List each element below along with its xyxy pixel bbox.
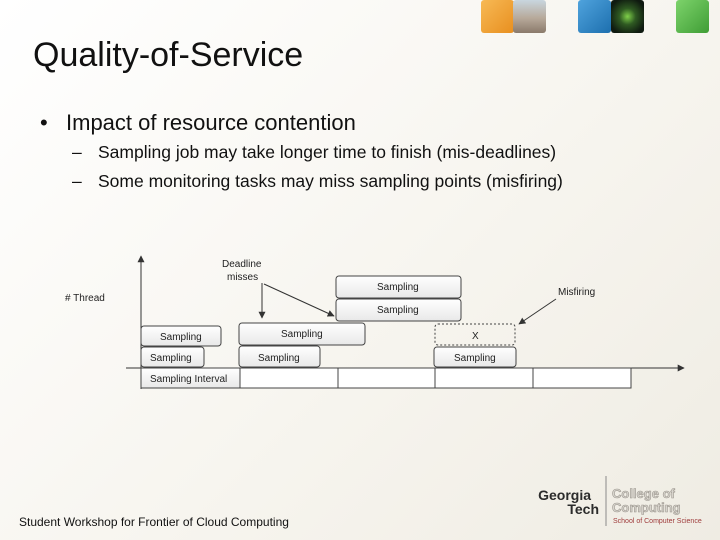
- sampling-box-label: Sampling: [377, 305, 419, 316]
- interval-cell: [337, 367, 436, 389]
- missed-marker: X: [472, 331, 479, 342]
- sampling-interval-row: Sampling Interval: [140, 367, 632, 389]
- campus-photo-tile: [513, 0, 546, 33]
- deadline-label-line1: Deadline: [222, 259, 262, 270]
- sub-bullet-1: –Sampling job may take longer time to fi…: [72, 142, 556, 163]
- sampling-box-delayed: Sampling: [335, 298, 462, 322]
- sub-bullet-2: –Some monitoring tasks may miss sampling…: [72, 171, 563, 192]
- interval-cell: [532, 367, 632, 389]
- logo-georgia: Georgia: [538, 487, 591, 503]
- logo-college-line1: College of: [612, 486, 676, 501]
- sampling-box-label: Sampling: [160, 332, 202, 343]
- interval-label: Sampling Interval: [150, 374, 227, 385]
- sampling-box-label: Sampling: [454, 353, 496, 364]
- logo-college-line2: Computing: [612, 500, 681, 515]
- green-tile: [676, 0, 709, 33]
- sampling-box-label: Sampling: [377, 282, 419, 293]
- sub-bullet-dash: –: [72, 171, 82, 191]
- deadline-label-line2: misses: [227, 272, 258, 283]
- sampling-box-label: Sampling: [258, 353, 300, 364]
- slide-title: Quality-of-Service: [33, 36, 304, 74]
- sampling-box: Sampling: [238, 345, 321, 368]
- sub-bullet-dash: –: [72, 142, 82, 162]
- sampling-box: Sampling: [140, 346, 205, 368]
- sub-bullet-2-text: Some monitoring tasks may miss sampling …: [98, 171, 563, 191]
- logo-tech: Tech: [567, 501, 599, 517]
- main-bullet: • Impact of resource contention: [40, 110, 356, 136]
- sampling-box-delayed: Sampling: [238, 322, 366, 346]
- sampling-box-label: Sampling: [150, 353, 192, 364]
- deadline-arrow: [263, 283, 335, 317]
- georgia-tech-college-of-computing-logo: Georgia Tech College of Computing School…: [538, 476, 702, 526]
- y-axis-label: # Thread: [65, 293, 105, 304]
- logo-school: School of Computer Science: [613, 518, 702, 525]
- sampling-box-label: Sampling: [281, 329, 323, 340]
- misfiring-label: Misfiring: [558, 287, 595, 298]
- interval-cell: [434, 367, 534, 389]
- misfiring-arrow: [518, 298, 557, 325]
- missed-sampling-box: X: [434, 323, 516, 346]
- orange-tile: [481, 0, 514, 33]
- sampling-box: Sampling: [140, 325, 222, 347]
- network-graphic-tile: [611, 0, 644, 33]
- interval-cell: [239, 367, 339, 389]
- main-bullet-text: Impact of resource contention: [66, 110, 356, 135]
- footer-text: Student Workshop for Frontier of Cloud C…: [19, 515, 289, 529]
- sampling-box: Sampling: [433, 346, 517, 368]
- bullet-dot: •: [40, 110, 48, 135]
- sub-bullet-1-text: Sampling job may take longer time to fin…: [98, 142, 557, 162]
- blue-tile: [578, 0, 611, 33]
- sampling-box-delayed: Sampling: [335, 275, 462, 299]
